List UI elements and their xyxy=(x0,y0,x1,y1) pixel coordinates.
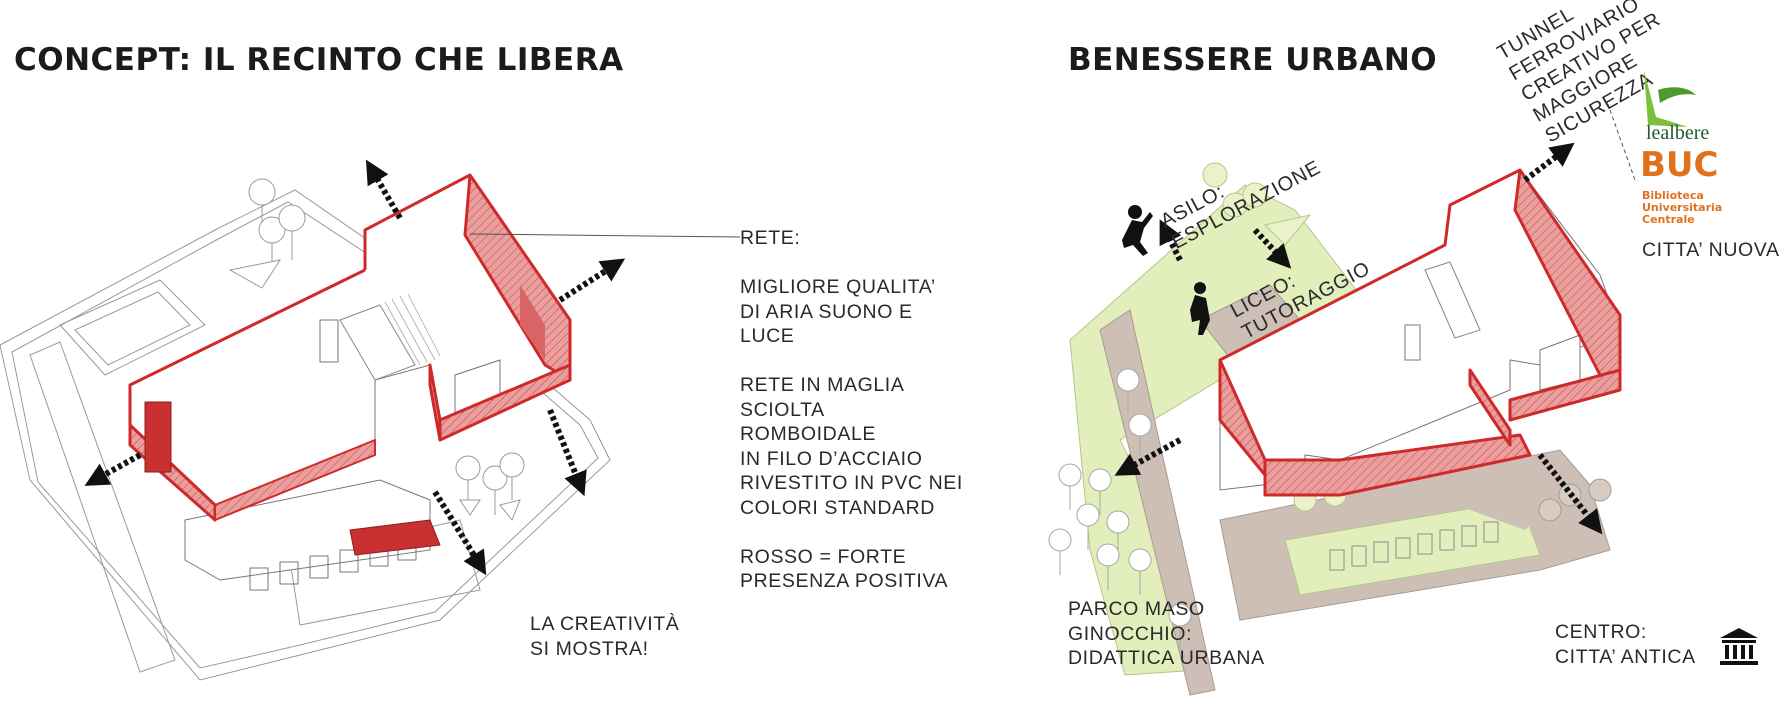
buc-subtitle: Biblioteca Universitaria Centrale xyxy=(1642,189,1723,226)
citta-nuova-label: CITTA’ NUOVA xyxy=(1642,239,1780,261)
tunnel-label: TUNNEL FERROVIARIO CREATIVO PER MAGGIORE… xyxy=(1494,0,1665,181)
buc-logo: BUC xyxy=(1640,145,1719,185)
creativity-note: LA CREATIVITÀ SI MOSTRA! xyxy=(530,613,680,660)
main-building-roof xyxy=(129,174,571,506)
centro-label: CENTRO: CITTA’ ANTICA xyxy=(1555,621,1696,668)
red-mesh-fence-right xyxy=(1218,168,1622,497)
plinth-building xyxy=(184,479,431,591)
lealbere-logo-icon: lealbere xyxy=(1644,70,1709,144)
park-trees xyxy=(1048,368,1192,650)
red-mesh-fence xyxy=(128,173,572,556)
urban-wellbeing-drawing: ASILO: ESPLORAZIONE LICEO: TUTORAGGIO xyxy=(1048,142,1622,696)
urban-building-roof xyxy=(1219,169,1621,491)
child-silhouette-icon xyxy=(1122,205,1210,335)
right-panel-title: BENESSERE URBANO xyxy=(1068,42,1438,78)
direction-arrows-right xyxy=(1114,142,1603,535)
museum-icon xyxy=(1720,628,1758,665)
svg-text:lealbere: lealbere xyxy=(1646,122,1709,144)
net-note: RETE: MIGLIORE QUALITA’ DI ARIA SUONO E … xyxy=(740,227,963,592)
concept-axonometric-drawing xyxy=(0,159,626,681)
net-leader-line xyxy=(469,233,741,238)
left-panel-title: CONCEPT: IL RECINTO CHE LIBERA xyxy=(14,42,624,78)
parco-label: PARCO MASO GINOCCHIO: DIDATTICA URBANA xyxy=(1068,598,1265,669)
direction-arrows xyxy=(84,159,626,576)
